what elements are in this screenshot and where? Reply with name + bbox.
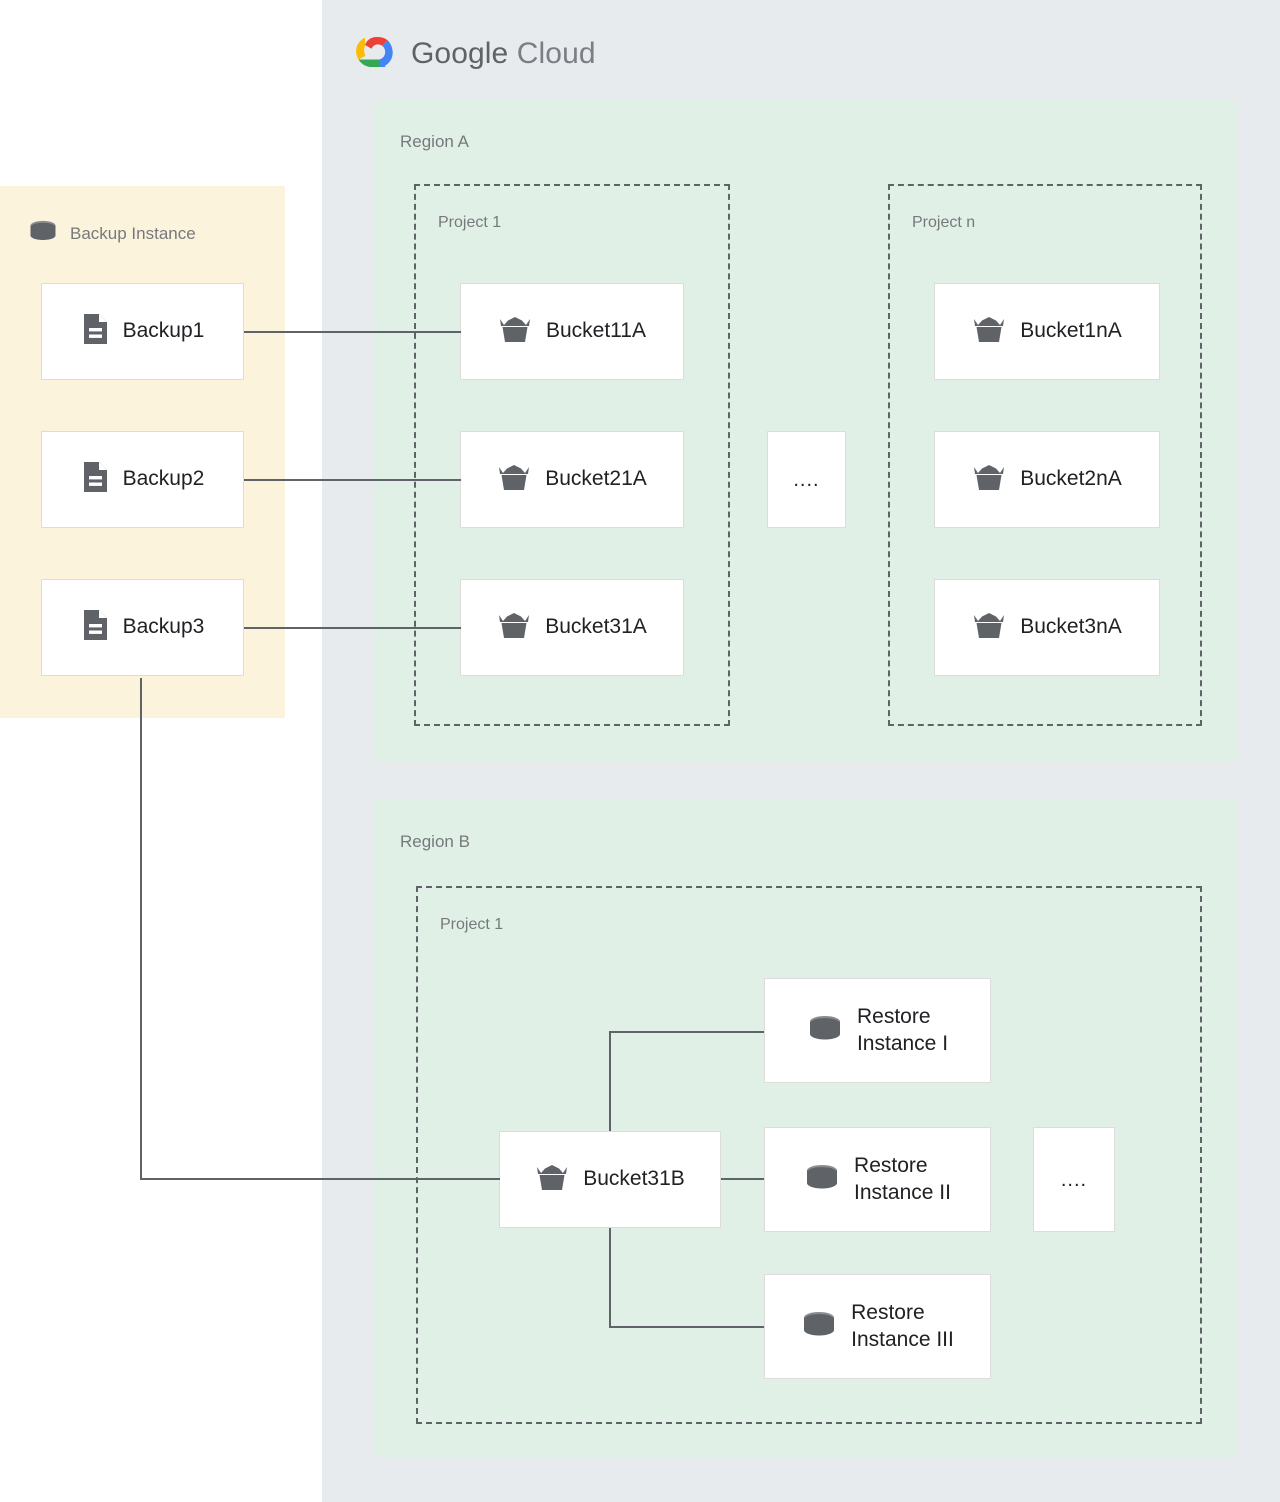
card-restore-instance-iii[interactable]: Restore Instance III (764, 1274, 991, 1379)
card-ellipsis-region-b: .... (1033, 1127, 1115, 1232)
card-bucket2na[interactable]: Bucket2nA (934, 431, 1160, 528)
database-cylinder-icon (807, 1012, 843, 1049)
brand-cloud: Cloud (516, 37, 596, 70)
card-bucket31b[interactable]: Bucket31B (499, 1131, 721, 1228)
ellipsis-label: .... (793, 468, 820, 491)
card-label: Restore Instance II (854, 1154, 951, 1204)
card-backup2[interactable]: Backup2 (41, 431, 244, 528)
document-icon (81, 460, 109, 499)
backup-instance-header: Backup Instance (28, 218, 196, 249)
card-label: Bucket2nA (1020, 467, 1122, 491)
card-label: Bucket31A (545, 615, 647, 639)
bucket-icon (972, 313, 1006, 350)
card-label: Restore Instance I (856, 1005, 949, 1055)
bucket-icon (497, 609, 531, 646)
card-label: Bucket21A (545, 467, 647, 491)
bucket-icon (972, 609, 1006, 646)
connector-bucket31b-to-restore-ii (720, 1178, 765, 1180)
google-cloud-wordmark: Google Cloud (411, 37, 596, 71)
brand-google: Google (411, 37, 509, 70)
card-restore-instance-ii[interactable]: Restore Instance II (764, 1127, 991, 1232)
connector-bucket31b-to-restore-i-horizontal (609, 1031, 765, 1033)
card-label: Backup2 (122, 467, 205, 491)
backup-instance-title: Backup Instance (70, 223, 196, 243)
card-restore-instance-i[interactable]: Restore Instance I (764, 978, 991, 1083)
region-b-project-1-container: Project 1 (416, 886, 1202, 1424)
ellipsis-label: .... (1060, 1168, 1088, 1191)
card-label: Backup1 (122, 319, 205, 343)
card-label: Bucket31B (583, 1167, 685, 1191)
card-bucket1na[interactable]: Bucket1nA (934, 283, 1160, 380)
connector-backup2-to-bucket21a (243, 479, 461, 481)
google-cloud-logo-icon (354, 34, 398, 75)
region-a-project-n-label: Project n (912, 214, 976, 231)
card-label: Restore Instance III (851, 1301, 954, 1351)
card-bucket11a[interactable]: Bucket11A (460, 283, 684, 380)
card-bucket3na[interactable]: Bucket3nA (934, 579, 1160, 676)
card-ellipsis-region-a: .... (767, 431, 846, 528)
google-cloud-brand: Google Cloud (354, 32, 596, 76)
region-a-project-1-label: Project 1 (438, 214, 502, 231)
region-a-project-1-container: Project 1 (414, 184, 730, 726)
bucket-icon (497, 461, 531, 498)
bucket-icon (972, 461, 1006, 498)
bucket-icon (498, 313, 532, 350)
connector-backup3-to-bucket31b-vertical (140, 678, 142, 1180)
card-label: Backup3 (122, 615, 205, 639)
connector-bucket31b-to-restore-iii-horizontal (609, 1326, 765, 1328)
connector-bucket31b-to-restore-i-vertical (609, 1031, 611, 1181)
card-label: Bucket1nA (1020, 319, 1122, 343)
connector-bucket31b-to-restore-iii-vertical (609, 1178, 611, 1328)
card-label: Bucket3nA (1020, 615, 1122, 639)
region-a-label: Region A (400, 132, 469, 151)
database-cylinder-icon (804, 1161, 840, 1198)
region-b-project-1-label: Project 1 (440, 916, 504, 933)
document-icon (81, 312, 109, 351)
card-label: Bucket11A (545, 319, 646, 343)
database-cylinder-icon (28, 218, 58, 249)
region-a-project-n-container: Project n (888, 184, 1202, 726)
connector-backup3-to-bucket31b-horizontal (140, 1178, 500, 1180)
bucket-icon (535, 1161, 569, 1198)
card-bucket21a[interactable]: Bucket21A (460, 431, 684, 528)
card-backup1[interactable]: Backup1 (41, 283, 244, 380)
database-cylinder-icon (801, 1308, 837, 1345)
card-bucket31a[interactable]: Bucket31A (460, 579, 684, 676)
region-b-label: Region B (400, 832, 470, 851)
card-backup3[interactable]: Backup3 (41, 579, 244, 676)
connector-backup3-to-bucket31a (243, 627, 461, 629)
connector-backup1-to-bucket11a (243, 331, 461, 333)
document-icon (81, 608, 109, 647)
